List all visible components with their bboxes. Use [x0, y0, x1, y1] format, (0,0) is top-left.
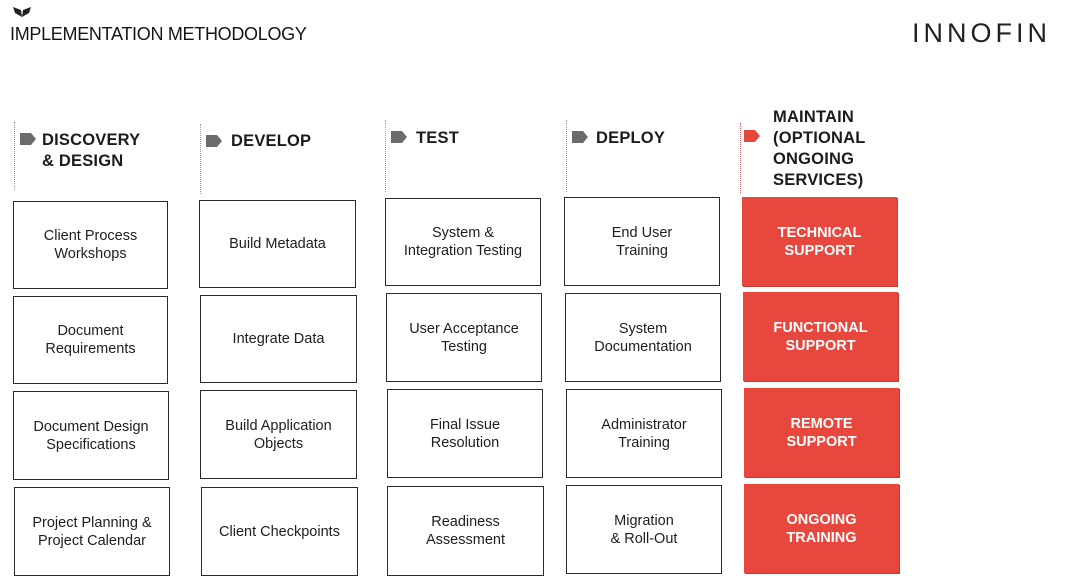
- service-box: REMOTE SUPPORT: [744, 388, 899, 477]
- service-box: FUNCTIONAL SUPPORT: [743, 292, 898, 381]
- service-box: ONGOING TRAINING: [744, 484, 899, 573]
- step-box: Readiness Assessment: [387, 486, 544, 576]
- step-box: End User Training: [564, 197, 720, 286]
- step-box: Build Application Objects: [200, 390, 357, 479]
- step-box: Project Planning & Project Calendar: [14, 487, 170, 576]
- page-title: IMPLEMENTATION METHODOLOGY: [10, 24, 307, 44]
- step-box: System Documentation: [565, 293, 721, 382]
- brand-logo: INNOFIN: [912, 18, 1051, 48]
- wings-logo-icon: [13, 7, 31, 17]
- divider: [200, 124, 201, 194]
- phase-label: TEST: [416, 129, 459, 147]
- divider: [740, 123, 741, 193]
- pentagon-arrow-icon: [572, 131, 588, 143]
- phase-label: DEPLOY: [596, 129, 666, 147]
- pentagon-arrow-icon: [391, 131, 407, 143]
- phase-label: DISCOVERY & DESIGN: [42, 131, 141, 170]
- pentagon-arrow-icon: [744, 130, 760, 142]
- step-box: Client Checkpoints: [201, 487, 358, 576]
- divider: [566, 120, 567, 192]
- step-box: User Acceptance Testing: [386, 293, 542, 382]
- pentagon-arrow-icon: [206, 135, 222, 147]
- step-box: Document Requirements: [13, 296, 168, 384]
- step-box: Final Issue Resolution: [387, 389, 543, 478]
- step-box: Client Process Workshops: [13, 201, 168, 289]
- step-box: System & Integration Testing: [385, 198, 541, 286]
- service-box: TECHNICAL SUPPORT: [742, 197, 897, 286]
- phase-label: MAINTAIN (OPTIONAL ONGOING SERVICES): [773, 108, 866, 189]
- step-box: Document Design Specifications: [13, 391, 169, 480]
- phase-label: DEVELOP: [231, 132, 312, 150]
- pentagon-arrow-icon: [20, 133, 36, 145]
- step-box: Migration & Roll-Out: [566, 485, 722, 574]
- step-box: Administrator Training: [566, 389, 722, 478]
- step-box: Integrate Data: [200, 295, 357, 383]
- step-box: Build Metadata: [199, 200, 356, 288]
- divider: [385, 120, 386, 192]
- divider: [14, 122, 15, 190]
